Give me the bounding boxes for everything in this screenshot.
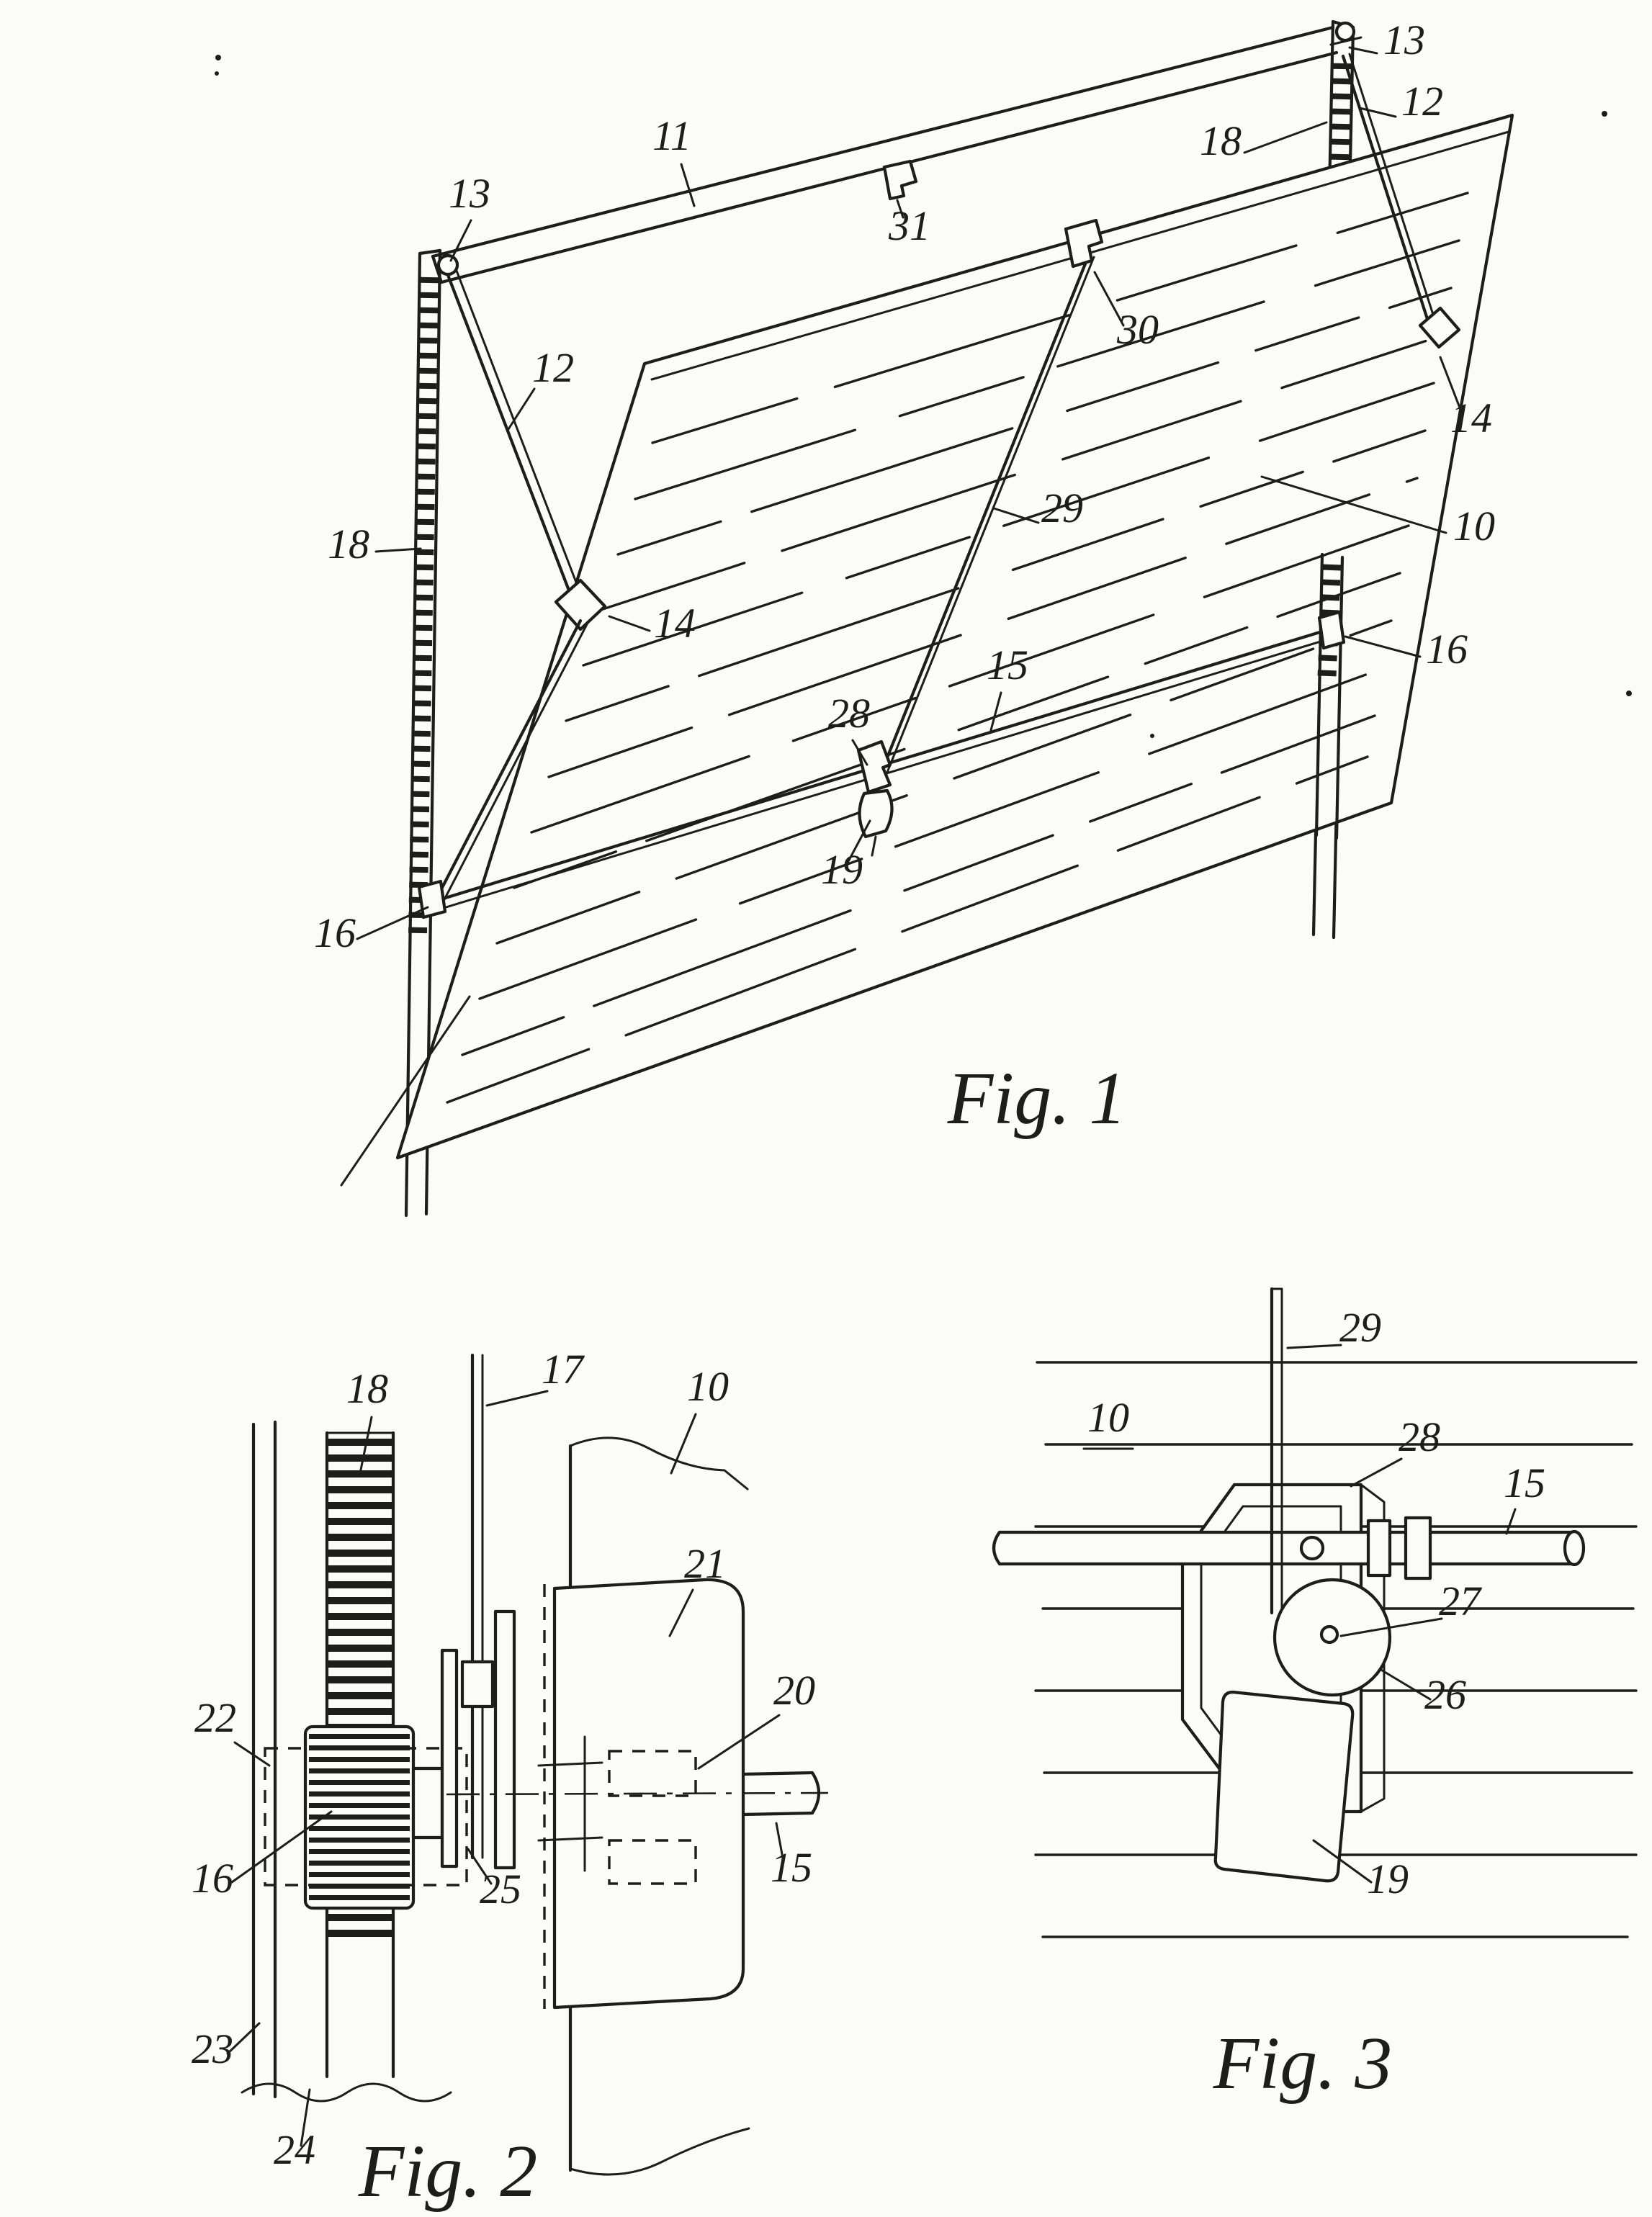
- fig1-bar-left-roller-16: [417, 879, 447, 919]
- fig2-ref-22: 22: [194, 1694, 236, 1741]
- scan-artifact-dots: [215, 55, 1632, 738]
- fig3-shaft-end-cap: [1563, 1529, 1586, 1567]
- fig2-ref-15: 15: [771, 1844, 812, 1891]
- fig3-pivot-27: [1319, 1624, 1339, 1645]
- fig2-hidden-housing-22: [264, 1747, 468, 1887]
- fig2-mount-plate: [440, 1648, 459, 1869]
- fig3-ref-19: 19: [1367, 1856, 1409, 1902]
- fig1-right-brace-arm: [1341, 53, 1461, 349]
- fig3-ref-26: 26: [1424, 1671, 1466, 1718]
- fig3-shaft-collar-b: [1404, 1516, 1432, 1580]
- fig1-lock-rod: [876, 253, 1095, 783]
- fig3-cam-disc-26: [1272, 1578, 1392, 1697]
- fig1-ref-30: 30: [1116, 306, 1159, 353]
- fig1-header-clip-31: [882, 159, 918, 201]
- fig1-ref-12-right: 12: [1401, 78, 1443, 125]
- fig1-ref-29: 29: [1041, 485, 1083, 531]
- fig3-lock-rod-29: [1270, 1287, 1283, 1615]
- fig2-rod-guide-block: [460, 1660, 495, 1709]
- fig2-washer-plate-25: [493, 1609, 516, 1870]
- fig3-latch-detail: 29 10 28 15 27 26 19 Fig. 3: [992, 1287, 1638, 2105]
- fig3-ref-15: 15: [1504, 1460, 1545, 1506]
- fig1-foot-line: [340, 995, 471, 1187]
- fig3-caption: Fig. 3: [1213, 2022, 1392, 2105]
- fig2-ref-18: 18: [346, 1365, 388, 1412]
- fig1-caption: Fig. 1: [947, 1057, 1126, 1140]
- fig1-ref-14-right: 14: [1450, 395, 1492, 441]
- fig1-right-pivot-13: [1334, 21, 1356, 42]
- fig2-leader-lines: [226, 1390, 785, 2147]
- fig1-ref-15: 15: [987, 642, 1028, 688]
- fig1-left-bracket-14: [554, 578, 607, 631]
- fig3-shaft-collar-a: [1366, 1519, 1392, 1578]
- fig3-shaft-bearing: [1299, 1535, 1325, 1561]
- fig3-ref-27: 27: [1439, 1578, 1482, 1624]
- fig3-ref-28: 28: [1399, 1413, 1440, 1460]
- fig1-left-pivot-13: [436, 253, 459, 276]
- fig1-ref-16-right: 16: [1426, 626, 1468, 673]
- fig1-ref-14-left: 14: [654, 600, 696, 647]
- fig2-ref-10: 10: [687, 1363, 729, 1410]
- fig2-hidden-detail-20b: [608, 1839, 697, 1885]
- fig2-shaft-15: [446, 1771, 829, 1817]
- fig2-ref-17: 17: [542, 1346, 585, 1393]
- fig1-right-bracket-14: [1418, 306, 1461, 349]
- fig1-left-rack-teeth: [408, 276, 439, 934]
- fig1-ref-10: 10: [1453, 503, 1495, 549]
- fig2-gear-hub: [411, 1766, 444, 1840]
- fig1-ref-13-top-right: 13: [1383, 17, 1425, 63]
- fig2-ref-25: 25: [480, 1866, 521, 1912]
- fig2-ref-21: 21: [684, 1540, 726, 1587]
- fig1-ref-19: 19: [821, 846, 863, 893]
- fig2-top-break-line: [569, 1436, 749, 1490]
- fig1-right-rack-teeth-top: [1330, 63, 1352, 185]
- fig2-bottom-break-line-panel: [569, 2127, 750, 2176]
- fig2-caption: Fig. 2: [358, 2130, 537, 2213]
- fig2-bottom-break-line: [241, 2082, 452, 2103]
- fig1-door-panel: [395, 113, 1514, 1160]
- fig1-garage-door-perspective: 13 12 18 11 31 13 12 30 14 10 18 29 14 1…: [314, 17, 1514, 1218]
- fig3-ref-29: 29: [1339, 1304, 1381, 1351]
- fig1-bar-right-roller-16: [1317, 610, 1346, 650]
- fig1-rod-guide-clip-30: [1064, 218, 1104, 269]
- fig1-left-brace-arm: [433, 269, 607, 907]
- fig2-vertical-rod-17: [460, 1353, 495, 1860]
- fig3-shaft-15: [992, 1516, 1586, 1580]
- fig1-ref-13-left: 13: [449, 170, 490, 217]
- fig1-ref-11: 11: [652, 112, 691, 159]
- fig2-ref-16: 16: [192, 1855, 233, 1902]
- fig1-leader-lines: [356, 46, 1463, 940]
- fig2-hidden-detail-20a: [608, 1750, 697, 1797]
- fig1-ref-16-left: 16: [314, 909, 356, 956]
- fig1-panel-grain-lines: [446, 192, 1469, 1104]
- fig1-ref-28: 28: [828, 690, 870, 737]
- fig3-handle-barrel-19: [1213, 1690, 1355, 1883]
- fig2-ref-23: 23: [192, 2025, 233, 2072]
- fig1-ref-18-left: 18: [328, 521, 369, 567]
- fig1-ref-31: 31: [888, 202, 930, 249]
- fig2-rack-pinion-section: 18 17 10 21 22 20 16 25 15 23 24 Fig. 2: [192, 1346, 829, 2213]
- fig2-ref-20: 20: [773, 1667, 815, 1714]
- fig2-pinion-gear: [303, 1724, 416, 1910]
- fig3-leader-lines: [1082, 1344, 1517, 1884]
- fig1-ref-18-right: 18: [1200, 117, 1242, 164]
- fig2-hub-and-plates: [411, 1609, 516, 1870]
- fig1-ref-12-left: 12: [532, 344, 574, 391]
- fig2-ref-24: 24: [274, 2126, 315, 2173]
- fig3-ref-10: 10: [1087, 1394, 1129, 1441]
